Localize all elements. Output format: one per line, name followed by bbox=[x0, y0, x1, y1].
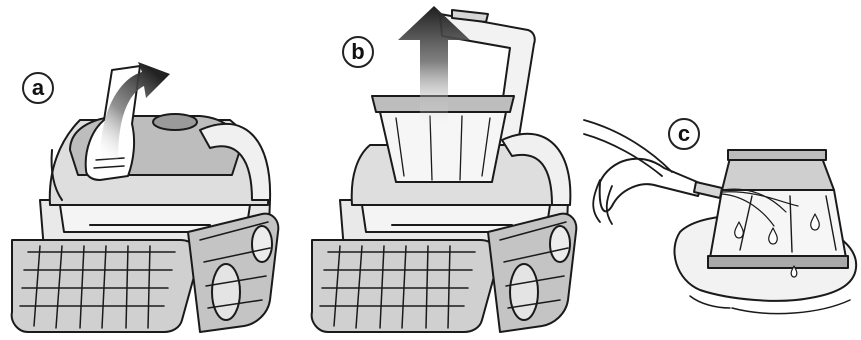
step-label-c: c bbox=[668, 118, 700, 150]
step-label-b: b bbox=[342, 36, 374, 68]
cleaning-scene-c bbox=[584, 120, 856, 314]
robot-a-illustration bbox=[12, 66, 279, 332]
step-label-a: a bbox=[22, 72, 54, 104]
